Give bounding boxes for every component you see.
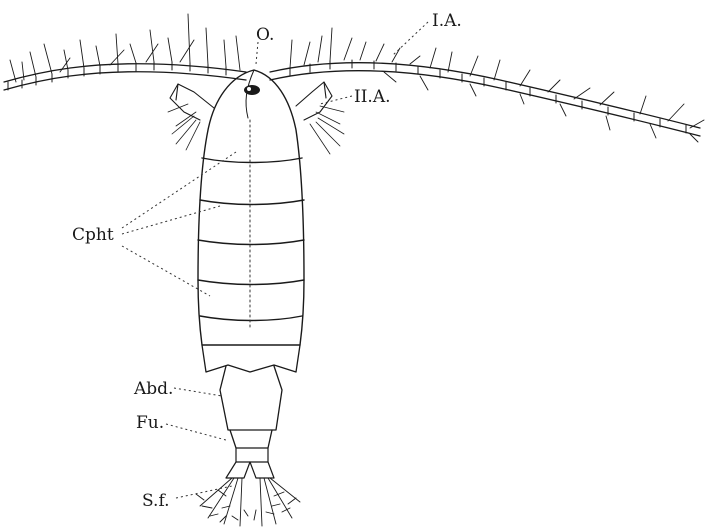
label-ocellus: O. — [256, 25, 274, 45]
label-second-antenna: II.A. — [354, 87, 391, 107]
label-setae-furcales: S.f. — [142, 491, 170, 511]
label-cephalothorax: Cpht — [72, 225, 114, 245]
label-furca: Fu. — [136, 413, 164, 433]
rostrum-eye — [244, 85, 260, 95]
label-first-antenna: I.A. — [432, 11, 462, 31]
label-abdomen: Abd. — [133, 379, 173, 399]
